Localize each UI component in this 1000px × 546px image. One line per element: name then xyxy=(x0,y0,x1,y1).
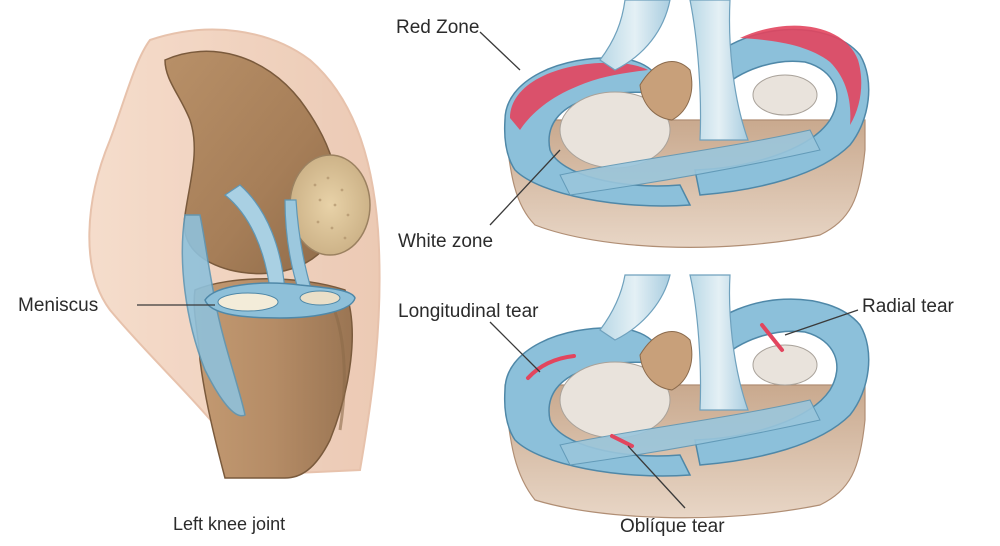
zone-ligament-b xyxy=(600,0,670,70)
red-zone-label: Red Zone xyxy=(396,18,479,37)
plateau-cartilage-right xyxy=(753,75,817,115)
white-zone-label: White zone xyxy=(398,232,493,251)
knee-illustration xyxy=(89,30,379,478)
knee-meniscus-inner-right xyxy=(300,291,340,305)
longitudinal-tear-label: Longitudinal tear xyxy=(398,302,539,321)
tear-cartilage-right xyxy=(753,345,817,385)
meniscus-tears-illustration xyxy=(505,275,869,518)
red-zone-leader xyxy=(480,32,520,70)
left-knee-joint-caption: Left knee joint xyxy=(173,515,285,533)
tear-ligament-b xyxy=(600,275,670,340)
meniscus-zones-illustration xyxy=(505,0,869,247)
knee-meniscus-inner-left xyxy=(218,293,278,311)
meniscus-label: Meniscus xyxy=(18,296,98,315)
oblique-tear-label: Oblíque tear xyxy=(620,517,725,536)
radial-tear-label: Radial tear xyxy=(862,297,954,316)
patella xyxy=(290,155,370,255)
